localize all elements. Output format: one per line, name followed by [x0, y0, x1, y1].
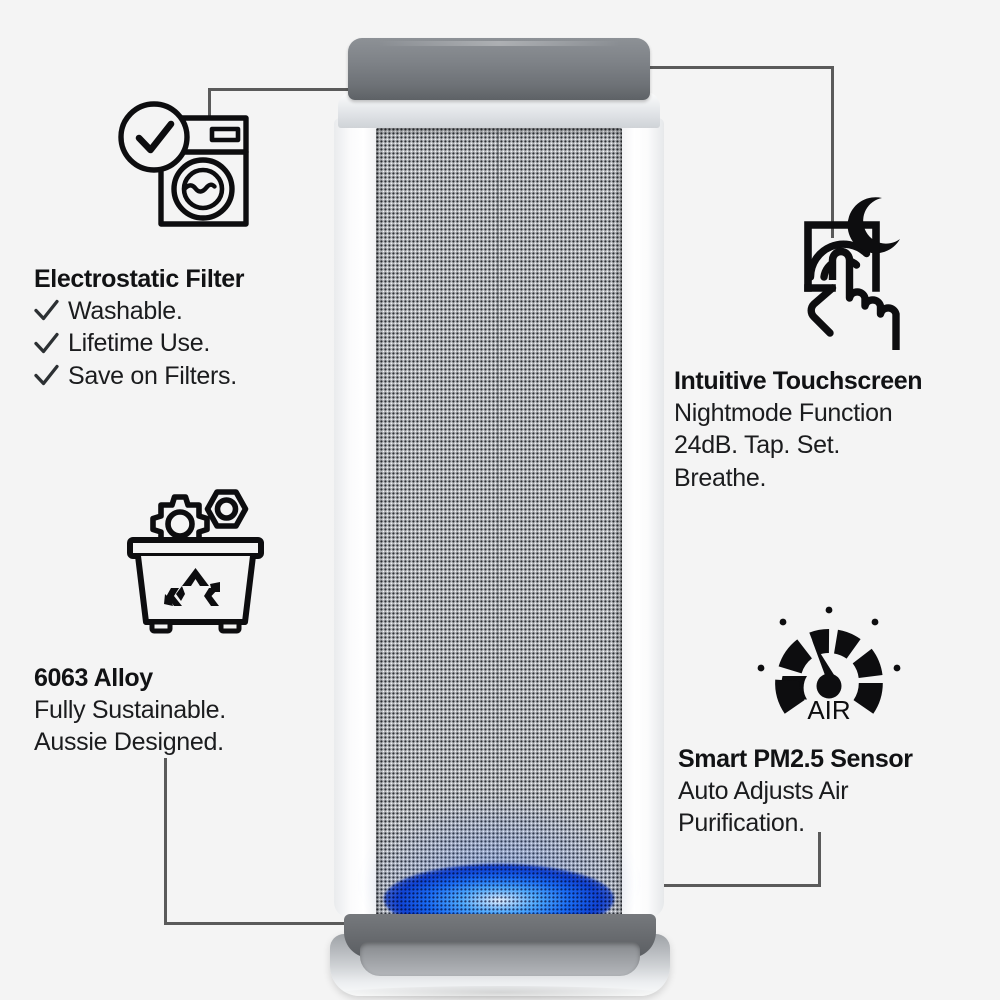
feature-line-text: Save on Filters. [68, 361, 237, 390]
feature-smart-pm25-sensor: AIR Smart PM2.5 Sensor Auto Adjusts Air … [678, 600, 913, 840]
gauge-air-label: AIR [807, 695, 850, 725]
feature-title: 6063 Alloy [34, 664, 153, 692]
feature-line: Lifetime Use. [34, 327, 260, 360]
product-image-air-purifier [330, 38, 670, 1000]
feature-line: Save on Filters. [34, 360, 260, 393]
connector-touch-vertical [831, 66, 834, 238]
feature-title: Intuitive Touchscreen [674, 367, 923, 395]
feature-line: Auto Adjusts Air [678, 776, 849, 805]
connector-filter-horizontal [208, 88, 384, 91]
feature-line-text: Lifetime Use. [68, 329, 210, 357]
feature-line: Fully Sustainable. [34, 695, 226, 724]
connector-alloy-horizontal [164, 922, 380, 925]
product-top-lid [348, 38, 650, 100]
check-icon [34, 332, 59, 353]
feature-title: Smart PM2.5 Sensor [678, 745, 913, 773]
feature-line: Aussie Designed. [34, 728, 224, 756]
product-mesh-seam [496, 128, 499, 928]
check-icon [34, 365, 59, 386]
touchscreen-nightmode-icon [770, 192, 922, 355]
recycle-bin-gear-icon [124, 482, 274, 642]
connector-sensor-horizontal [612, 884, 820, 887]
check-icon [34, 300, 59, 321]
feature-title: Electrostatic Filter [34, 265, 245, 293]
air-quality-gauge-icon: AIR [754, 600, 913, 731]
feature-line: Nightmode Function [674, 398, 893, 427]
feature-line: Washable. [34, 295, 260, 328]
product-lid-highlight [378, 41, 620, 46]
feature-line: Purification. [678, 809, 805, 837]
feature-6063-alloy: 6063 Alloy Fully Sustainable. Aussie Des… [34, 482, 274, 759]
connector-sensor-vertical [818, 832, 821, 887]
feature-intuitive-touchscreen: Intuitive Touchscreen Nightmode Function… [674, 192, 923, 494]
product-mesh-grille [376, 128, 622, 928]
washing-machine-check-icon [114, 96, 260, 251]
product-ground-shadow [336, 986, 664, 1000]
product-base-inset [360, 942, 640, 976]
feature-line: Breathe. [674, 463, 767, 492]
feature-electrostatic-filter: Electrostatic Filter Washable. Lifetime … [34, 96, 260, 392]
feature-line: 24dB. Tap. Set. [674, 431, 840, 459]
feature-line-text: Washable. [68, 296, 183, 325]
connector-touch-horizontal [618, 66, 834, 69]
connector-alloy-vertical [164, 758, 167, 925]
